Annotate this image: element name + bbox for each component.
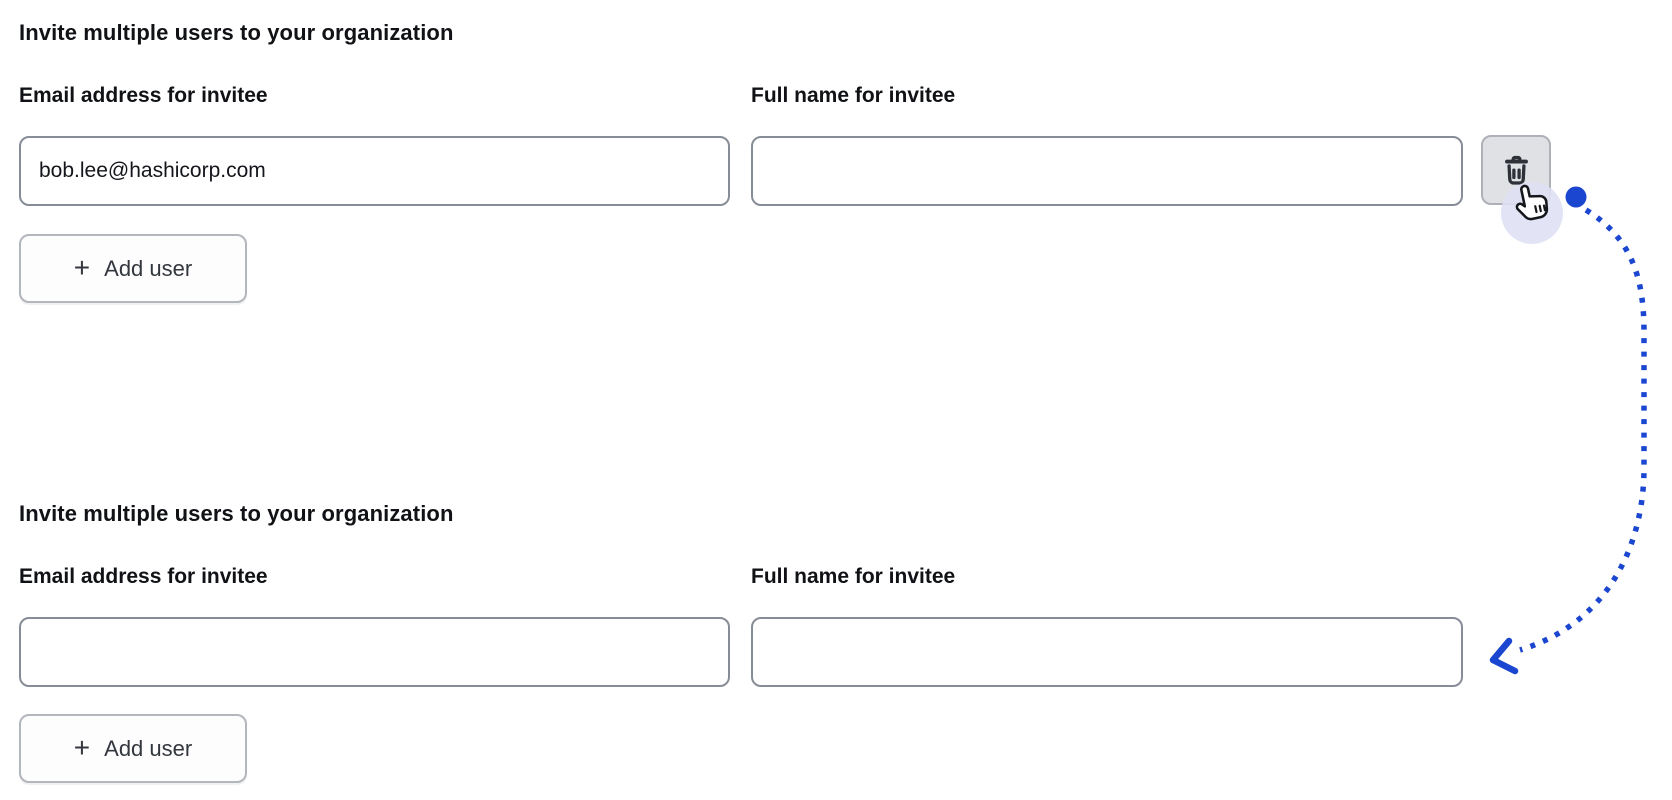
email-label: Email address for invitee [19,84,268,107]
trash-icon [1500,154,1533,187]
plus-icon: + [73,251,91,283]
email-field[interactable] [19,617,730,687]
delete-user-button[interactable] [1481,135,1551,205]
arrowhead-icon [1489,637,1519,675]
full-name-field[interactable] [751,617,1463,687]
add-user-label: Add user [104,735,193,761]
email-label: Email address for invitee [19,565,268,588]
plus-icon: + [73,731,91,763]
dotted-arrow [1519,207,1647,653]
email-field[interactable] [19,136,730,206]
page-title: Invite multiple users to your organizati… [19,20,454,45]
name-label: Full name for invitee [751,565,956,588]
name-label: Full name for invitee [751,84,956,107]
add-user-label: Add user [104,255,193,281]
add-user-button[interactable]: + Add user [19,714,247,783]
arrow-start-dot [1565,186,1587,208]
page-title: Invite multiple users to your organizati… [19,501,454,526]
add-user-button[interactable]: + Add user [19,234,247,303]
full-name-field[interactable] [751,136,1463,206]
